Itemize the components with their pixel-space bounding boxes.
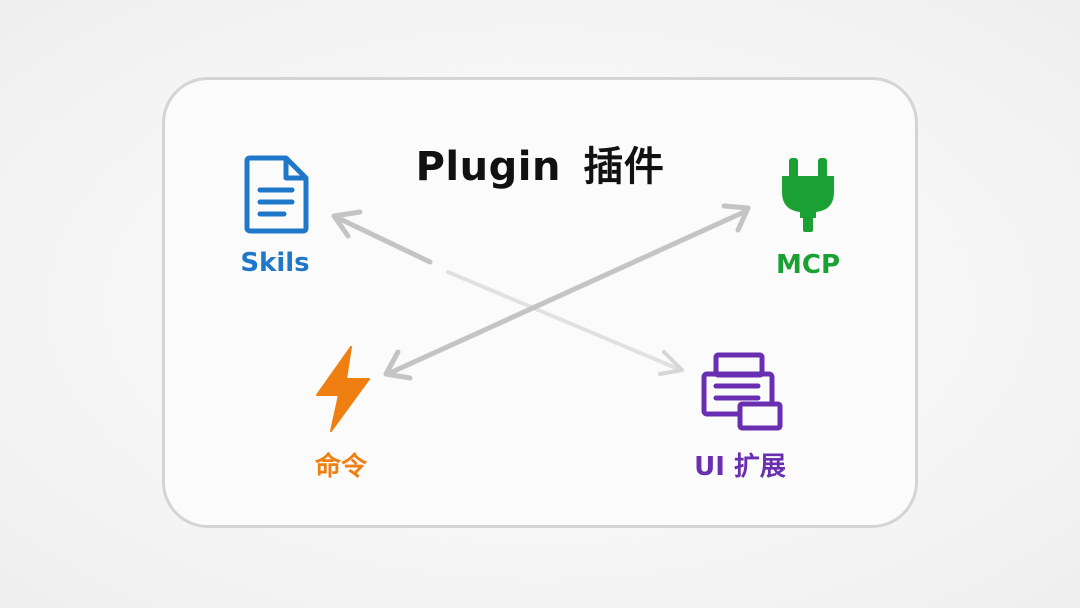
title-en: Plugin <box>415 144 561 190</box>
arrow-commands-mcp <box>389 209 747 375</box>
arrow-to-skills <box>335 215 433 265</box>
ui-extension-label: UI 扩展 <box>694 452 786 482</box>
printer-stack-icon <box>701 352 783 431</box>
skills-label: Skils <box>240 248 310 278</box>
commands-label: 命令 <box>314 452 367 482</box>
arrowhead-ui-extension <box>658 350 684 376</box>
arrowhead-commands <box>383 349 413 381</box>
arrowhead-mcp <box>721 203 751 233</box>
arrow-to-ui-extension <box>446 270 678 370</box>
arrowhead-skills <box>331 209 363 239</box>
diagram-title: Plugin 插件 <box>0 134 1080 192</box>
plug-icon <box>782 158 834 232</box>
document-icon <box>244 155 309 234</box>
title-zh: 插件 <box>583 144 665 190</box>
lightning-icon <box>316 346 370 432</box>
mcp-label: MCP <box>775 250 840 280</box>
